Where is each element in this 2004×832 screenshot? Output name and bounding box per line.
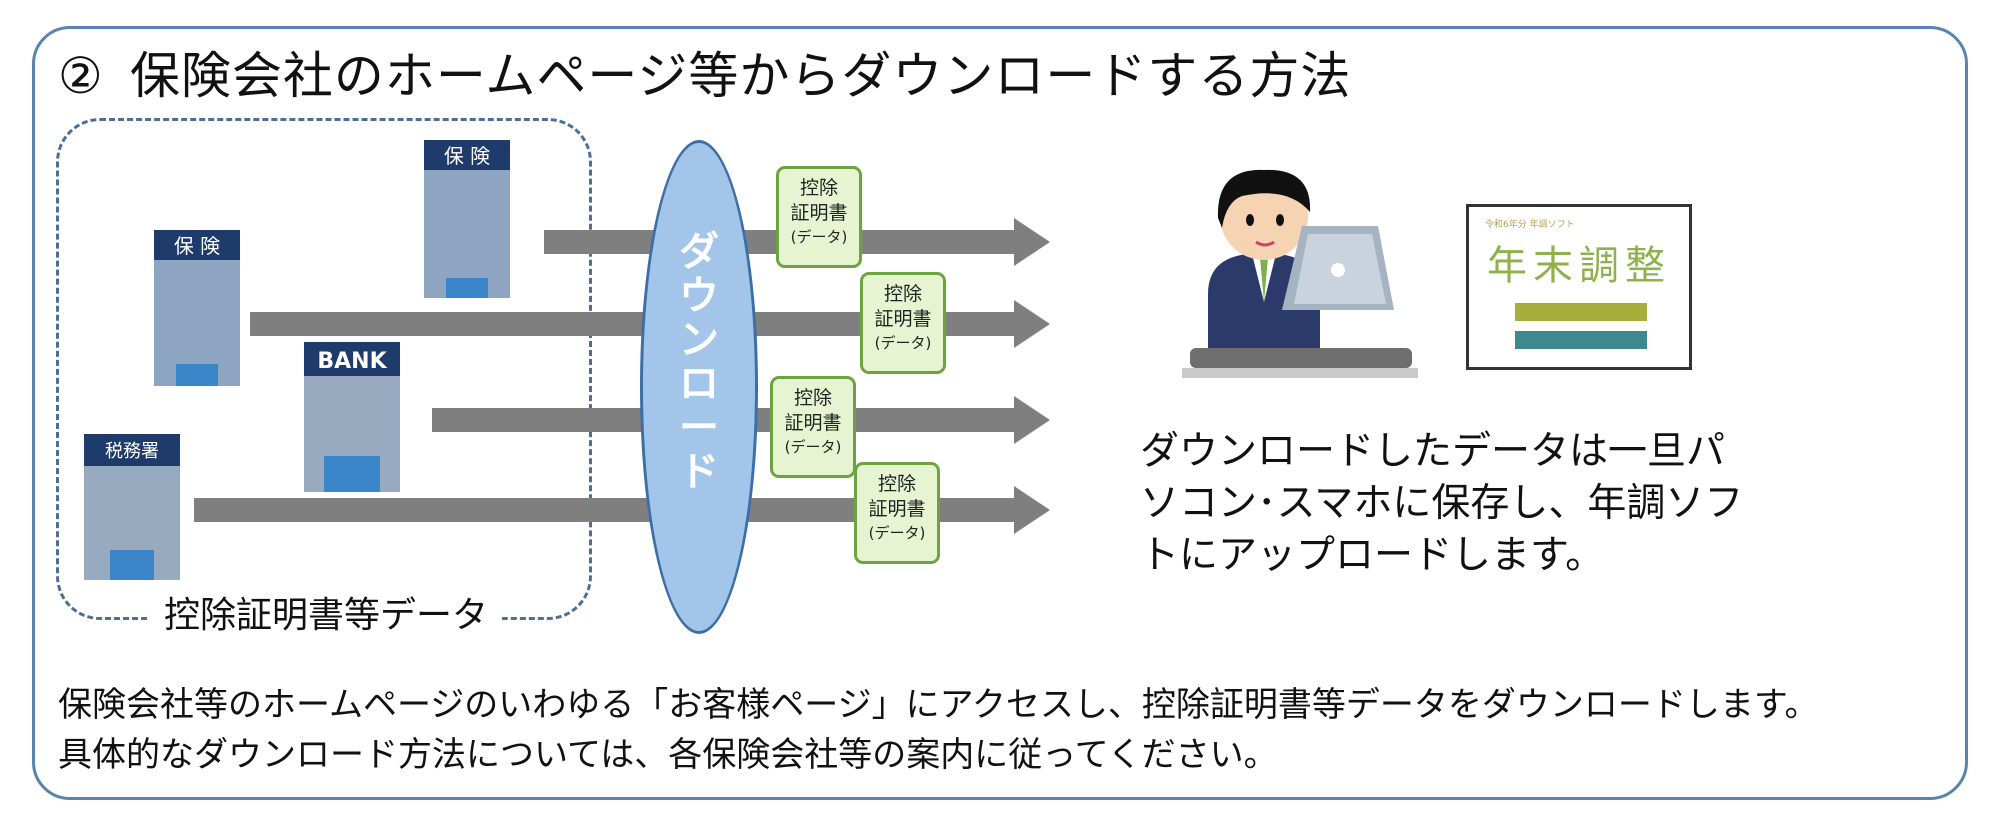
insurance-building-icon: 保 険 <box>154 230 240 386</box>
building-sign-4: 税務署 <box>105 441 159 462</box>
certificate-card-4: 控除証明書(データ) <box>854 462 940 564</box>
ellipse-label-char: ウ <box>679 273 719 319</box>
download-caption: ダウンロードしたデータは一旦パ ソコン･スマホに保存し、年調ソフ トにアップロー… <box>1140 426 1840 582</box>
building-sign-1: 保 険 <box>444 144 490 168</box>
certificate-card-2: 控除証明書(データ) <box>860 272 946 374</box>
building-sign-2: 保 険 <box>174 234 220 258</box>
tax-office-building-icon: 税務署 <box>84 434 180 580</box>
ellipse-label-char: ロ <box>679 361 719 407</box>
bottom-description: 保険会社等のホームページのいわゆる「お客様ページ」にアクセスし、控除証明書等デー… <box>58 680 1819 780</box>
ellipse-label-char: ー <box>679 405 719 451</box>
description-line: 具体的なダウンロード方法については、各保険会社等の案内に従ってください。 <box>58 735 1278 775</box>
software-small-text: 令和6年分 年調ソフト <box>1485 220 1575 230</box>
download-ellipse-label: ダウンロード <box>640 230 758 494</box>
software-title: 年末調整 <box>1487 243 1671 289</box>
software-menu-bar <box>1515 331 1647 349</box>
section-title: ② 保険会社のホームページ等からダウンロードする方法 <box>58 46 1351 106</box>
insurance-building-icon: 保 険 <box>424 140 510 298</box>
bank-building-icon: BANK <box>304 342 400 492</box>
description-line: 保険会社等のホームページのいわゆる「お客様ページ」にアクセスし、控除証明書等デー… <box>58 685 1819 725</box>
software-menu-bar <box>1515 303 1647 321</box>
person-at-laptop-icon <box>1182 169 1418 378</box>
building-sign-3: BANK <box>317 349 387 374</box>
download-ellipse <box>640 140 758 634</box>
group-label: 控除証明書等データ <box>150 590 503 642</box>
caption-line: トにアップロードします。 <box>1140 533 1605 578</box>
certificate-card-1: 控除証明書(データ) <box>776 166 862 268</box>
section-title-text: 保険会社のホームページ等からダウンロードする方法 <box>129 47 1352 105</box>
nenchou-software-card: 令和6年分 年調ソフト 年末調整 <box>1466 204 1692 370</box>
caption-line: ダウンロードしたデータは一旦パ <box>1140 429 1726 474</box>
ellipse-label-char: ド <box>679 449 719 495</box>
caption-line: ソコン･スマホに保存し、年調ソフ <box>1140 481 1744 526</box>
section-number: ② <box>58 47 104 105</box>
ellipse-label-char: ン <box>679 317 719 363</box>
certificate-card-3: 控除証明書(データ) <box>770 376 856 478</box>
ellipse-label-char: ダ <box>679 229 719 275</box>
